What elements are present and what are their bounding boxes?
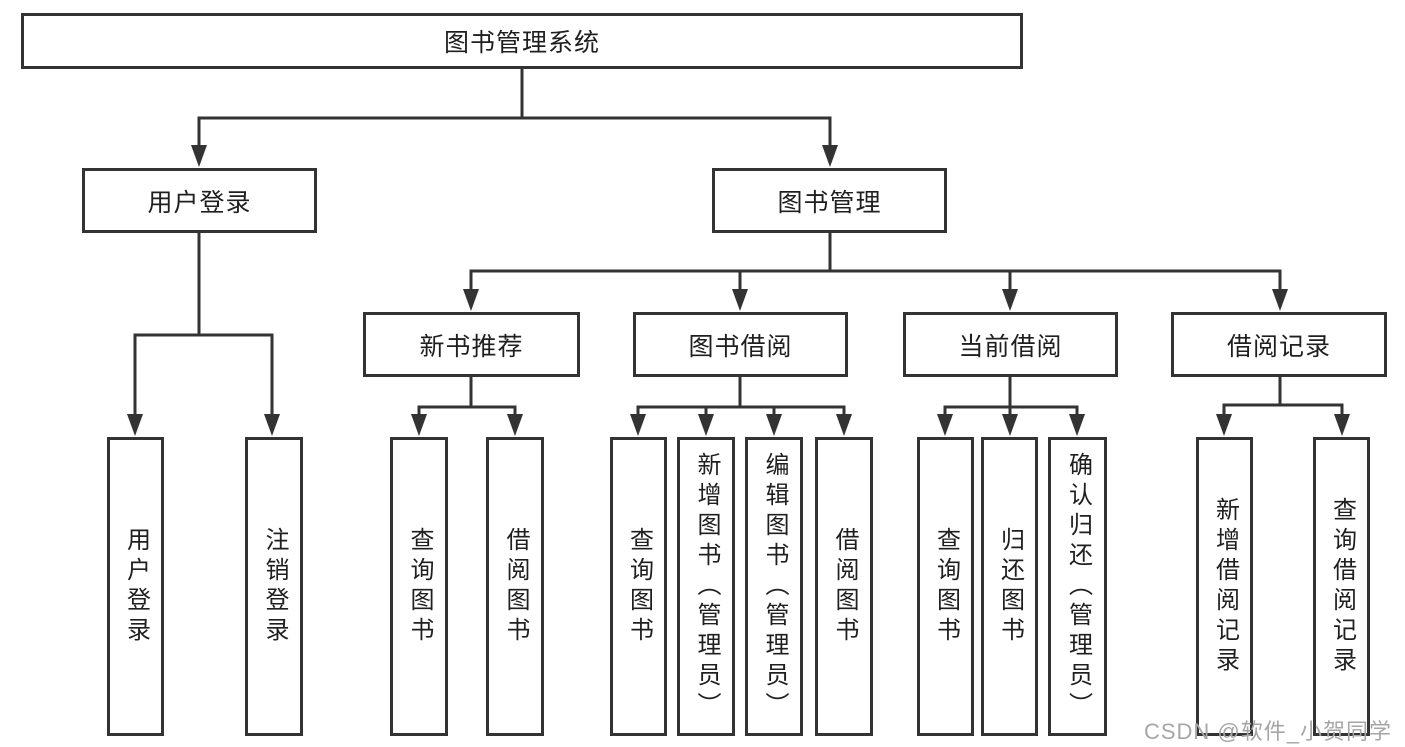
node-borrow-records-label: 借阅记录 [1226, 332, 1331, 361]
node-new-book-recommend: 新书推荐 [363, 312, 580, 377]
leaf-cb-return-books: 归还图书 [981, 437, 1038, 736]
node-user-login-label: 用户登录 [147, 188, 252, 217]
leaf-rec-borrow-books: 借阅图书 [486, 437, 544, 736]
leaf-bb-add-books-label: 新增图书（管理员） [693, 451, 720, 722]
node-new-book-recommend-label: 新书推荐 [419, 332, 524, 361]
node-user-login: 用户登录 [82, 168, 317, 233]
leaf-br-query-record: 查询借阅记录 [1313, 437, 1370, 736]
leaf-br-add-record: 新增借阅记录 [1196, 437, 1253, 736]
leaf-rec-query-books-label: 查询图书 [406, 526, 433, 647]
leaf-cb-confirm-return-label: 确认归还（管理员） [1064, 451, 1092, 722]
node-book-management-label: 图书管理 [777, 188, 882, 217]
leaf-bb-query-books-label: 查询图书 [625, 526, 653, 647]
leaf-logout-login: 注销登录 [245, 437, 303, 736]
leaf-cb-return-books-label: 归还图书 [996, 526, 1024, 647]
leaf-rec-query-books: 查询图书 [390, 437, 448, 736]
leaf-bb-edit-books: 编辑图书（管理员） [745, 437, 803, 736]
leaf-cb-query-books-label: 查询图书 [932, 526, 960, 647]
node-current-borrowing-label: 当前借阅 [958, 332, 1063, 361]
leaf-user-login-label: 用户登录 [122, 526, 150, 647]
node-root-label: 图书管理系统 [443, 29, 600, 57]
node-book-borrowing: 图书借阅 [633, 312, 848, 377]
leaf-bb-query-books: 查询图书 [610, 437, 667, 736]
leaf-logout-login-label: 注销登录 [261, 526, 288, 647]
node-book-borrowing-label: 图书借阅 [688, 332, 793, 361]
leaf-bb-borrow-books-label: 借阅图书 [831, 526, 858, 647]
leaf-bb-add-books: 新增图书（管理员） [677, 437, 735, 736]
node-borrow-records: 借阅记录 [1171, 312, 1387, 377]
node-book-management: 图书管理 [712, 168, 947, 233]
leaf-rec-borrow-books-label: 借阅图书 [502, 526, 529, 647]
leaf-cb-confirm-return: 确认归还（管理员） [1048, 437, 1107, 736]
leaf-bb-borrow-books: 借阅图书 [815, 437, 873, 736]
leaf-br-add-record-label: 新增借阅记录 [1211, 496, 1239, 677]
leaf-bb-edit-books-label: 编辑图书（管理员） [761, 451, 788, 722]
leaf-cb-query-books: 查询图书 [917, 437, 974, 736]
node-root: 图书管理系统 [21, 13, 1023, 69]
node-current-borrowing: 当前借阅 [903, 312, 1118, 377]
watermark: CSDN @软件_小贺同学 [1143, 719, 1392, 744]
leaf-br-query-record-label: 查询借阅记录 [1328, 496, 1356, 677]
leaf-user-login: 用户登录 [107, 437, 164, 736]
